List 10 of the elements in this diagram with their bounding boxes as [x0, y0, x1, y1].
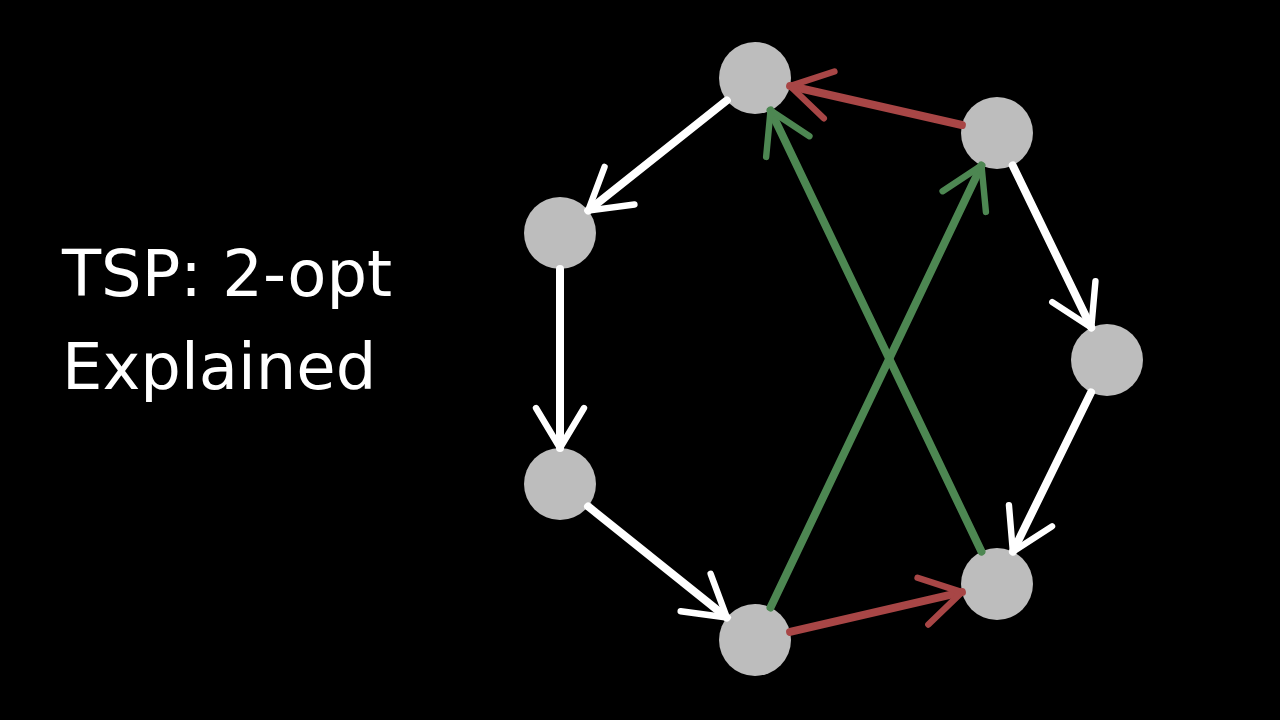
title: TSP: 2-opt Explained [62, 236, 394, 406]
arrow [1005, 388, 1096, 556]
arrow [766, 161, 990, 612]
arrow [762, 106, 986, 556]
arrow [584, 96, 731, 215]
arrow [532, 265, 588, 452]
arrow [1008, 161, 1099, 332]
arrow [786, 574, 966, 636]
arrow [786, 68, 966, 129]
arrow [584, 502, 731, 622]
